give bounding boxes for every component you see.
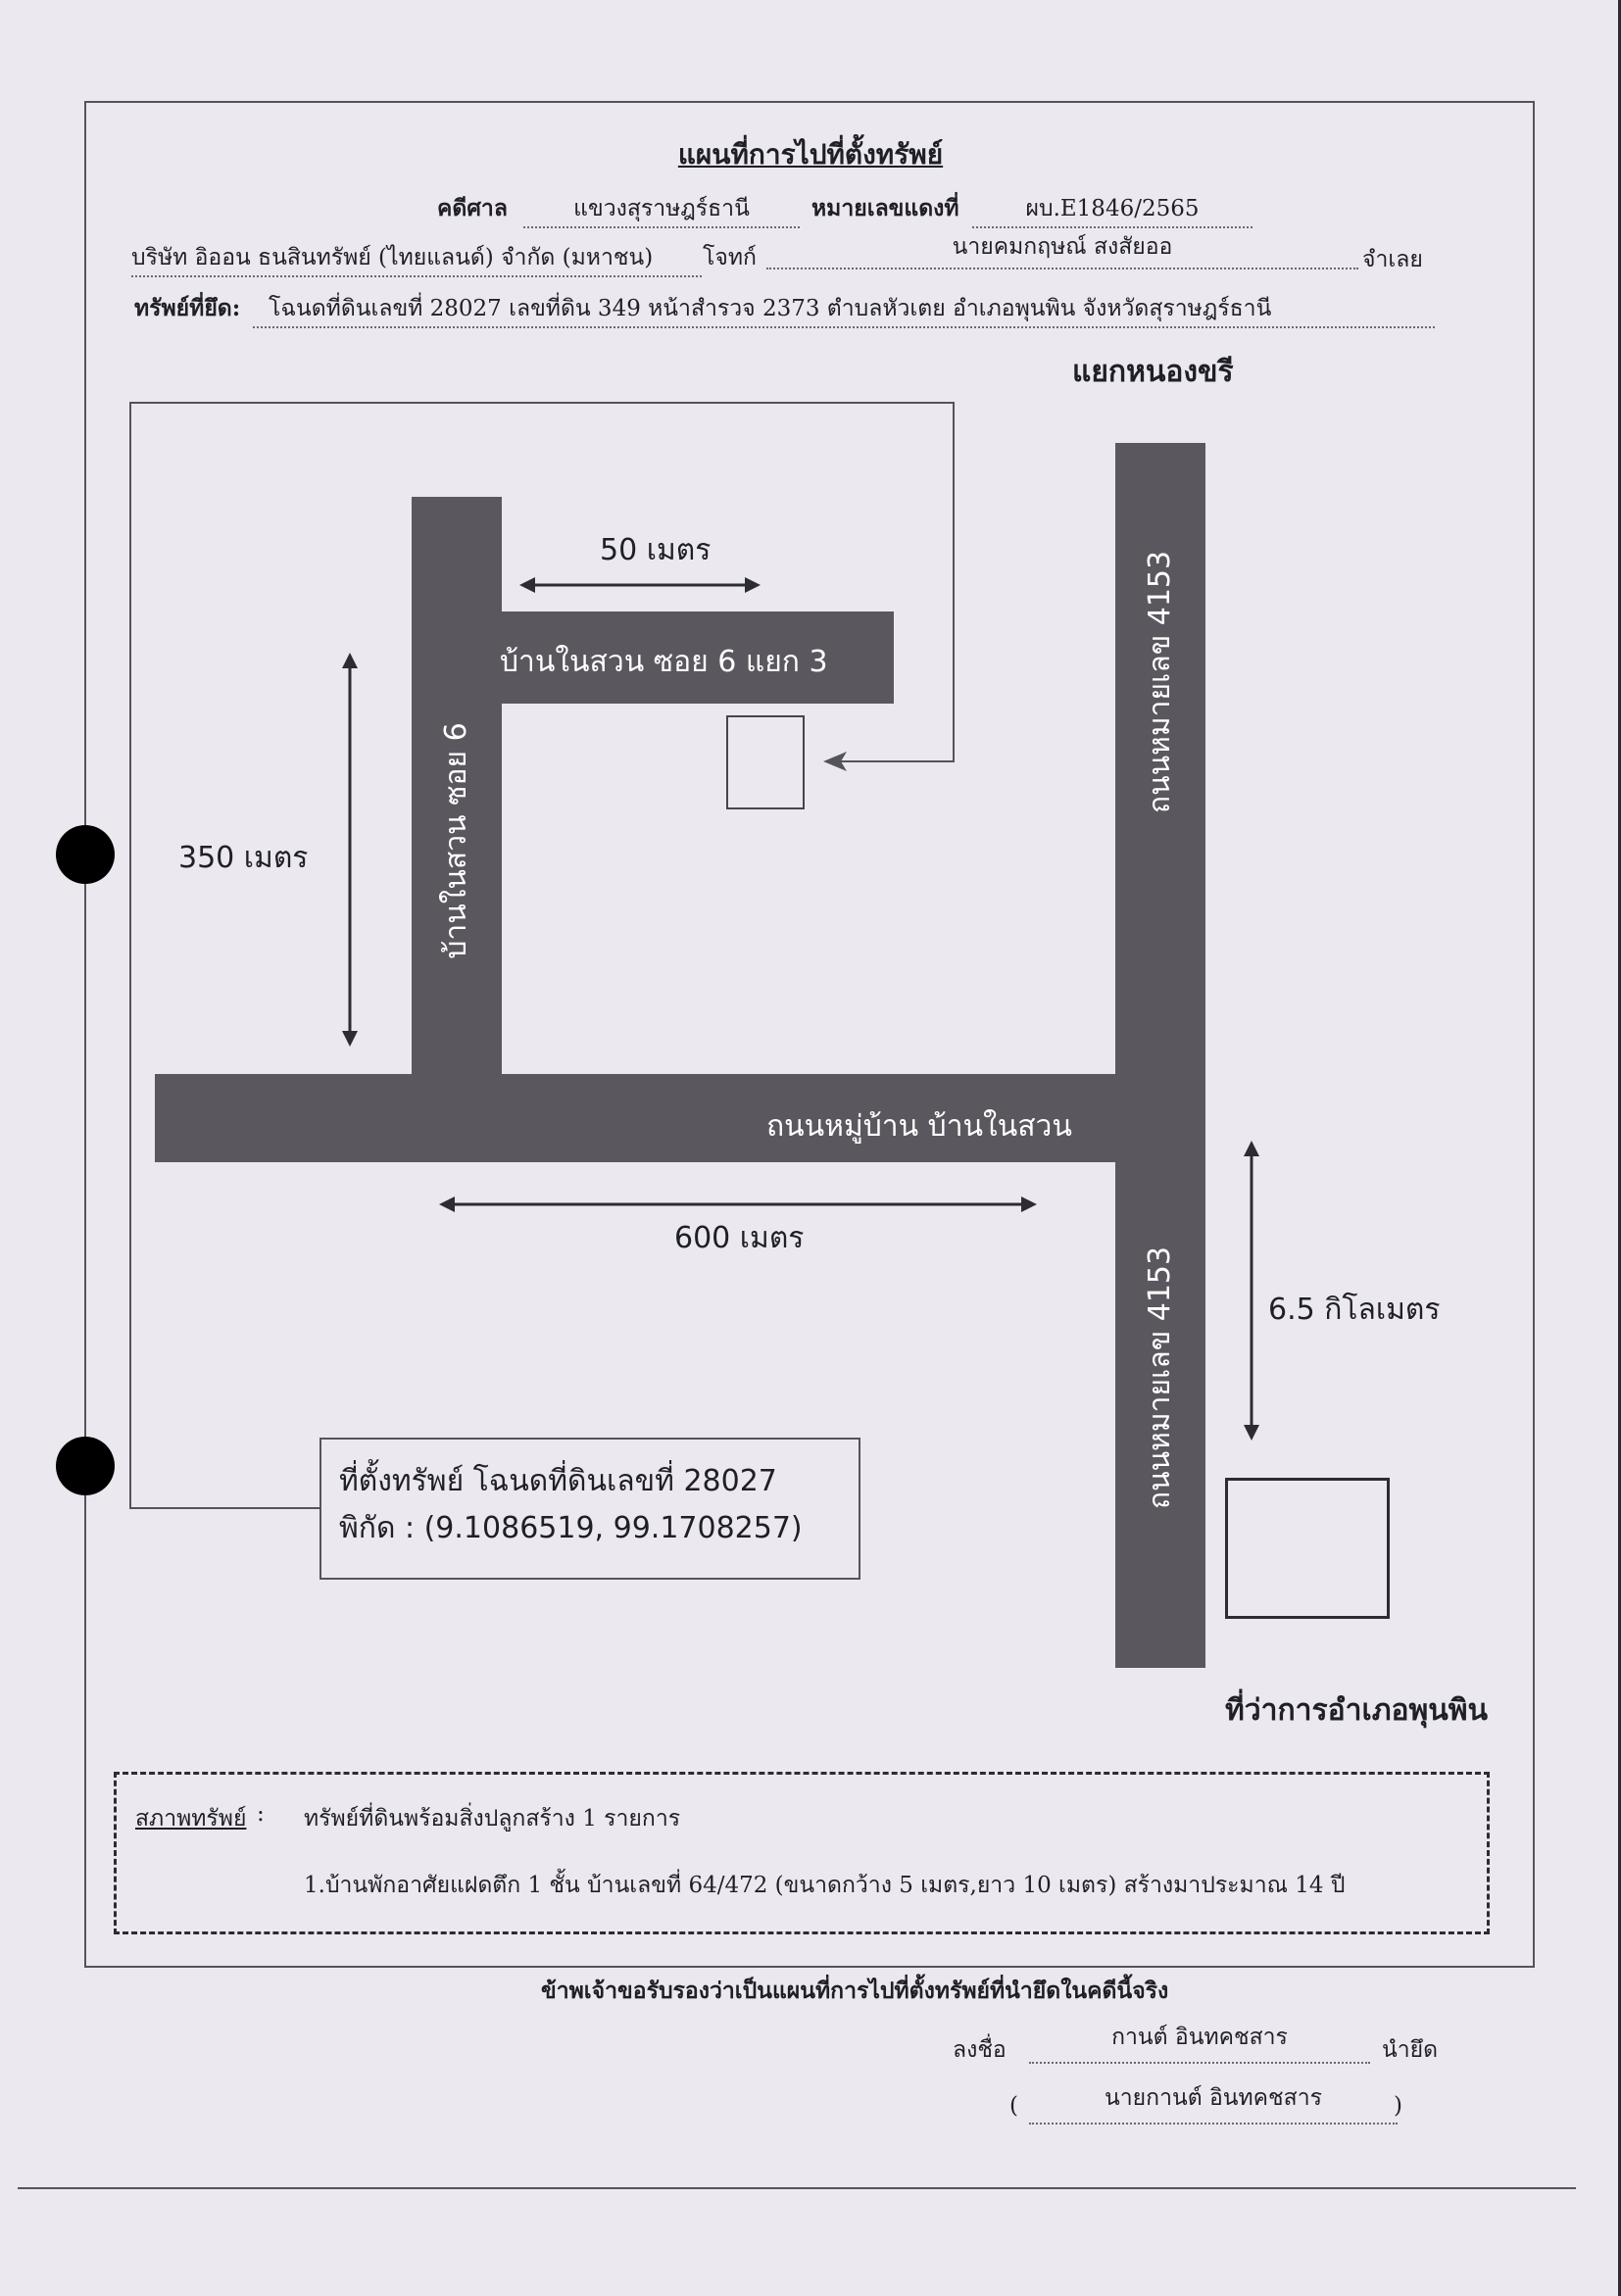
distance-50-label: 50 เมตร xyxy=(600,533,712,567)
court-label: คดีศาล xyxy=(437,195,508,221)
plaintiff-role: โจทก์ xyxy=(703,245,757,270)
asset-value: โฉนดที่ดินเลขที่ 28027 เลขที่ดิน 349 หน้… xyxy=(253,291,1435,328)
route-line-right xyxy=(953,402,955,762)
scan-edge xyxy=(1618,0,1621,2296)
punch-hole xyxy=(56,1437,115,1495)
signature: กานต์ อินทคชสาร xyxy=(1029,2023,1370,2064)
distance-350-label: 350 เมตร xyxy=(178,841,309,875)
road-village xyxy=(155,1074,1205,1162)
condition-summary: ทรัพย์ที่ดินพร้อมสิ่งปลูกสร้าง 1 รายการ xyxy=(304,1806,681,1832)
route-arrowhead-icon xyxy=(823,752,847,771)
asset-label: ทรัพย์ที่ยึด: xyxy=(134,295,241,321)
district-office-label: ที่ว่าการอำเภอพุนพิน xyxy=(1225,1693,1489,1728)
road-soi6-3 xyxy=(412,611,894,704)
distance-350-arrow-icon xyxy=(342,653,358,1047)
district-office-plot xyxy=(1225,1478,1390,1619)
distance-600-arrow-icon xyxy=(439,1197,1037,1212)
sign-label: ลงชื่อ xyxy=(953,2037,1007,2063)
bottom-rule xyxy=(18,2187,1576,2189)
property-plot xyxy=(726,715,805,809)
punch-hole xyxy=(56,825,115,884)
route-line-left xyxy=(129,402,131,1509)
location-deed-label: ที่ตั้งทรัพย์ โฉนดที่ดินเลขที่ 28027 xyxy=(339,1464,777,1498)
intersection-label: แยกหนองขรี xyxy=(1072,355,1234,389)
highway-lower-label: ถนนหมายเลข 4153 xyxy=(1143,1246,1177,1510)
condition-item-1: 1.บ้านพักอาศัยแฝดตึก 1 ชั้น บ้านเลขที่ 6… xyxy=(304,1873,1346,1898)
route-line-bottom xyxy=(129,1507,321,1509)
condition-label: สภาพทรัพย์ xyxy=(135,1806,247,1832)
highway-upper-label: ถนนหมายเลข 4153 xyxy=(1143,550,1177,814)
distance-6-5-arrow-icon xyxy=(1244,1141,1259,1441)
defendant-role: จำเลย xyxy=(1362,247,1423,272)
road-soi6 xyxy=(412,497,502,1075)
distance-50-arrow-icon xyxy=(519,577,761,593)
page-title: แผนที่การไปที่ตั้งทรัพย์ xyxy=(677,138,944,171)
red-case-label: หมายเลขแดงที่ xyxy=(811,195,959,221)
page-frame xyxy=(84,101,1535,1968)
defendant-name: นายคมกฤษณ์ สงสัยออ xyxy=(766,232,1358,269)
condition-colon: : xyxy=(257,1801,265,1827)
route-line-to-plot xyxy=(835,760,955,762)
soi6-3-label: บ้านในสวน ซอย 6 แยก 3 xyxy=(500,645,828,679)
open-paren: ( xyxy=(1009,2093,1018,2119)
route-line-top xyxy=(129,402,955,404)
road-4153 xyxy=(1115,443,1205,1668)
plaintiff-name: บริษัท อิออน ธนสินทรัพย์ (ไทยแลนด์) จำกั… xyxy=(131,240,702,277)
court-value: แขวงสุราษฎร์ธานี xyxy=(523,191,800,228)
printed-name: นายกานต์ อินทคชสาร xyxy=(1029,2083,1398,2125)
location-coordinates: พิกัด : (9.1086519, 99.1708257) xyxy=(339,1511,803,1545)
distance-600-label: 600 เมตร xyxy=(674,1221,805,1255)
certification-statement: ข้าพเจ้าขอรับรองว่าเป็นแผนที่การไปที่ตั้… xyxy=(541,1978,1169,2004)
soi6-label: บ้านในสวน ซอย 6 xyxy=(439,722,473,959)
close-paren: ) xyxy=(1394,2093,1402,2119)
location-box xyxy=(319,1438,860,1580)
condition-box xyxy=(114,1772,1490,1934)
village-road-label: ถนนหมู่บ้าน บ้านในสวน xyxy=(766,1109,1072,1144)
sign-role: นำยึด xyxy=(1382,2037,1439,2063)
distance-6-5-label: 6.5 กิโลเมตร xyxy=(1268,1293,1441,1327)
red-case-value: ผบ.E1846/2565 xyxy=(972,191,1253,228)
